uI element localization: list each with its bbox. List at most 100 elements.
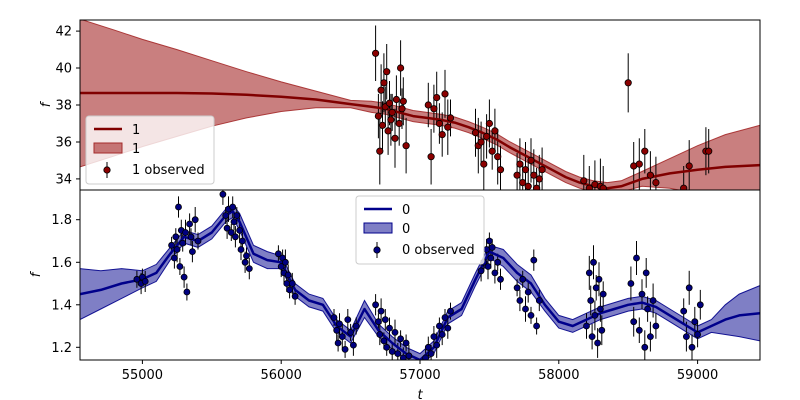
bot-observed-point-17 bbox=[188, 248, 196, 256]
top-observed-point-35 bbox=[491, 127, 499, 135]
bot-observed-point-115 bbox=[638, 290, 646, 298]
bot-observed-point-21 bbox=[222, 212, 230, 219]
bot-observed-point-39 bbox=[281, 258, 289, 266]
top-observed-point-39 bbox=[516, 160, 524, 168]
bot-observed-point-27 bbox=[231, 233, 239, 241]
bot-observed-point-86 bbox=[488, 243, 496, 251]
top-legend-line-label: 1 bbox=[132, 123, 140, 138]
bot-observed-point-107 bbox=[595, 275, 603, 283]
bot-observed-point-22 bbox=[223, 224, 231, 232]
bot-observed-point-113 bbox=[633, 254, 640, 262]
bot-observed-point-50 bbox=[341, 345, 349, 353]
bot-observed-point-29 bbox=[236, 226, 244, 234]
bot-observed-point-87 bbox=[491, 269, 499, 277]
top-observed-point-57 bbox=[646, 171, 655, 179]
bot-observed-point-112 bbox=[630, 318, 638, 326]
top-observed-point-27 bbox=[446, 114, 455, 122]
top-observed-point-15 bbox=[396, 64, 405, 72]
bot-observed-point-43 bbox=[288, 280, 296, 287]
bot-observed-point-47 bbox=[334, 339, 342, 347]
bot-model-mean-line bbox=[80, 209, 760, 360]
top-observed-point-41 bbox=[521, 166, 530, 174]
bot-observed-point-74 bbox=[433, 341, 441, 349]
bot-observed-point-101 bbox=[587, 297, 595, 304]
top-observed-point-30 bbox=[477, 138, 485, 146]
top-observed-point-20 bbox=[427, 153, 435, 161]
top-observed-point-28 bbox=[471, 129, 480, 137]
bot-observed-point-65 bbox=[394, 350, 402, 358]
bot-observed-point-15 bbox=[186, 220, 194, 228]
top-y-tick-label-34: 34 bbox=[55, 172, 72, 187]
bottom-x-axis-label: t bbox=[417, 388, 423, 400]
bot-observed-point-125 bbox=[688, 343, 696, 351]
bot-observed-point-53 bbox=[349, 341, 357, 349]
bot-observed-point-120 bbox=[649, 297, 657, 304]
bot-observed-point-14 bbox=[183, 288, 191, 296]
x-tick-label-59000: 59000 bbox=[677, 368, 718, 383]
bot-observed-point-45 bbox=[330, 314, 338, 321]
bot-observed-point-57 bbox=[376, 331, 384, 338]
top-observed-point-59 bbox=[680, 184, 688, 190]
top-observed-point-12 bbox=[391, 134, 399, 142]
top-legend-band-label: 1 bbox=[132, 142, 140, 157]
top-observed-point-22 bbox=[433, 94, 441, 102]
top-observed-point-5 bbox=[380, 79, 388, 87]
bot-observed-point-13 bbox=[182, 229, 189, 236]
top-observed-point-46 bbox=[535, 175, 543, 183]
bot-observed-point-95 bbox=[527, 311, 535, 319]
top-observed-point-52 bbox=[599, 184, 607, 190]
bottom-y-axis-ticks: 1.21.41.61.8 bbox=[51, 213, 80, 356]
bot-observed-point-5 bbox=[170, 254, 178, 262]
bottom-legend-band-swatch bbox=[363, 222, 393, 234]
bot-observed-point-26 bbox=[230, 218, 238, 226]
bot-observed-point-117 bbox=[642, 269, 650, 277]
bottom-observed-points-layer bbox=[133, 190, 704, 360]
bot-observed-point-100 bbox=[585, 269, 593, 277]
top-observed-point-17 bbox=[399, 97, 407, 105]
bot-observed-point-42 bbox=[286, 286, 294, 294]
top-observed-point-31 bbox=[480, 160, 488, 168]
top-observed-point-9 bbox=[385, 99, 394, 107]
top-observed-point-42 bbox=[524, 182, 532, 190]
bot-y-tick-label-1.4: 1.4 bbox=[51, 298, 72, 313]
bot-observed-point-49 bbox=[338, 333, 346, 341]
bot-observed-point-60 bbox=[381, 316, 389, 324]
top-observed-point-48 bbox=[580, 177, 588, 185]
bot-observed-point-77 bbox=[441, 314, 449, 321]
top-y-tick-label-40: 40 bbox=[55, 62, 72, 77]
top-observed-point-21 bbox=[430, 105, 438, 113]
top-observed-point-37 bbox=[496, 166, 505, 174]
bot-observed-point-106 bbox=[594, 339, 601, 347]
bot-observed-point-12 bbox=[180, 273, 188, 281]
bottom-legend-point-label: 0 observed bbox=[402, 243, 475, 258]
top-y-tick-label-42: 42 bbox=[55, 25, 72, 40]
x-tick-label-58000: 58000 bbox=[538, 368, 579, 383]
bot-observed-point-108 bbox=[597, 305, 604, 313]
bot-y-tick-label-1.2: 1.2 bbox=[51, 341, 72, 356]
top-observed-points-layer bbox=[371, 49, 713, 190]
bot-observed-point-79 bbox=[447, 307, 454, 315]
top-observed-point-4 bbox=[378, 121, 387, 129]
top-observed-point-36 bbox=[494, 153, 502, 161]
top-observed-point-14 bbox=[395, 119, 403, 128]
top-observed-point-33 bbox=[485, 119, 493, 128]
bottom-legend: 0 0 0 observed bbox=[355, 195, 485, 265]
bot-observed-point-16 bbox=[187, 233, 195, 241]
bot-observed-point-94 bbox=[524, 288, 532, 296]
top-observed-point-44 bbox=[530, 171, 538, 179]
bottom-legend-box bbox=[355, 195, 485, 265]
top-model-line-layer bbox=[80, 91, 760, 190]
bottom-plot-frame bbox=[79, 189, 761, 361]
top-observed-point-1 bbox=[374, 112, 382, 120]
bot-observed-point-76 bbox=[438, 331, 446, 338]
bot-observed-point-122 bbox=[680, 307, 688, 315]
bottom-legend-band-label: 0 bbox=[402, 222, 410, 237]
top-y-tick-label-38: 38 bbox=[55, 99, 72, 114]
bottom-legend-line-label: 0 bbox=[402, 203, 410, 218]
bot-observed-point-54 bbox=[352, 322, 360, 330]
bot-observed-point-58 bbox=[377, 307, 385, 315]
